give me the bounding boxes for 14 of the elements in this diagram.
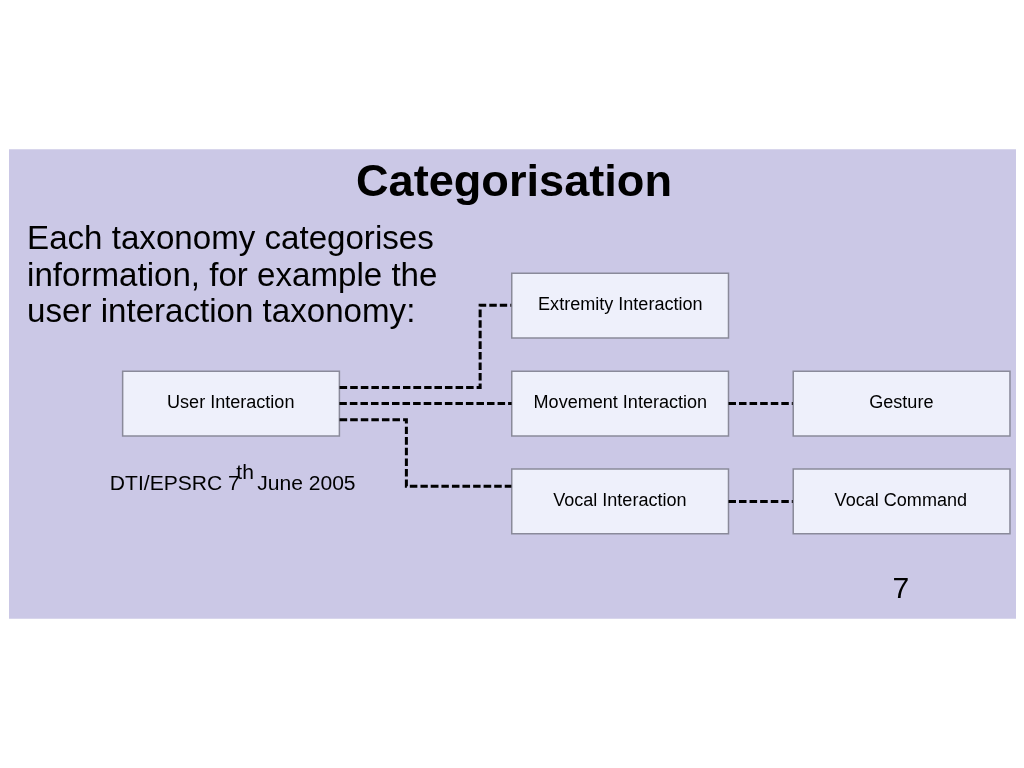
connector bbox=[728, 499, 793, 503]
label: 7 bbox=[892, 570, 909, 604]
diagram-title: Categorisation bbox=[355, 154, 672, 206]
label: Each taxonomy categorises information, for example the user interaction taxonomy: bbox=[26, 219, 437, 329]
node-box: Movement Interaction bbox=[510, 370, 729, 437]
node-box: Vocal Command bbox=[791, 468, 1011, 535]
connector bbox=[728, 402, 793, 406]
node-box: Vocal Interaction bbox=[510, 468, 729, 535]
connector bbox=[338, 402, 512, 406]
node-box: Gesture bbox=[791, 370, 1011, 437]
node-box: Extremity Interaction bbox=[510, 272, 729, 339]
connector bbox=[339, 303, 511, 389]
node-box: User Interaction bbox=[121, 370, 340, 437]
connector bbox=[339, 418, 511, 488]
